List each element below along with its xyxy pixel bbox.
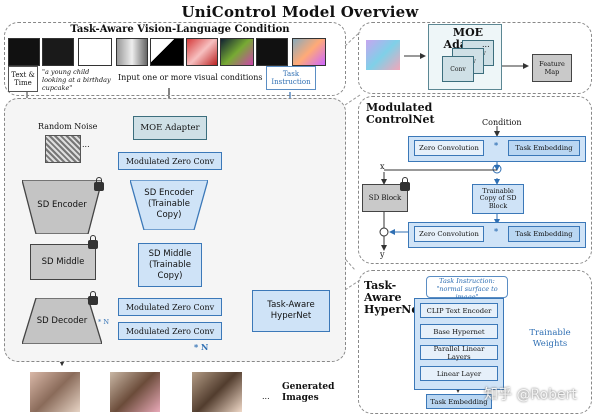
sd-encoder-copy-shape: [130, 180, 208, 230]
noise-dots: ...: [82, 140, 90, 149]
star-top: *: [494, 140, 499, 150]
lock-icon: [88, 291, 98, 305]
times-n-small: * N: [98, 318, 110, 326]
times-n-label: * N: [194, 342, 209, 352]
watermark: 知乎 @Robert: [484, 387, 577, 403]
sd-encoder-copy-label: SD Encoder (Trainable Copy): [144, 188, 194, 220]
moe-inset-panel: [358, 22, 592, 94]
condition-thumb-mask: [150, 38, 184, 66]
parallel-linear-layers-box: Parallel Linear Layers: [420, 345, 498, 361]
task-embedding-bottom: Task Embedding: [508, 226, 580, 242]
lock-icon: [88, 235, 98, 249]
feature-map-box: Feature Map: [532, 54, 572, 82]
noise-image: [45, 135, 81, 163]
lock-icon: [400, 177, 410, 191]
hypernet-title: Task-Aware HyperNet: [364, 279, 424, 316]
y-label: y: [380, 250, 385, 259]
generated-images-label: Generated Images: [282, 382, 335, 403]
sd-decoder-shape: [22, 298, 102, 344]
generated-image-2: [110, 372, 160, 412]
generated-dots: ...: [262, 392, 270, 401]
trainable-copy-box: Trainable Copy of SD Block: [472, 184, 524, 214]
zero-convolution-bottom: Zero Convolution: [414, 226, 484, 242]
sd-middle-box: SD Middle: [30, 244, 96, 280]
condition-thumb-pose: [256, 38, 288, 66]
sd-encoder-shape: [22, 180, 102, 234]
vl-condition-title: Task-Aware Vision-Language Condition: [70, 24, 290, 35]
condition-label: Condition: [482, 118, 522, 127]
base-hypernet-box: Base Hypernet: [420, 324, 498, 339]
condition-thumb-sketch: [78, 38, 112, 66]
sd-middle-copy-box: SD Middle (Trainable Copy): [138, 243, 202, 287]
condition-thumb-depth: [116, 38, 148, 66]
sd-encoder-label: SD Encoder: [37, 200, 87, 210]
controlnet-title: Modulated ControlNet: [366, 101, 435, 126]
condition-thumb-color: [186, 38, 218, 66]
moe-adapter-box: MOE Adapter: [133, 116, 207, 140]
sd-decoder-label: SD Decoder: [36, 316, 88, 326]
modulated-zero-conv-top: Modulated Zero Conv: [118, 152, 222, 170]
moe-input-image: [366, 40, 400, 70]
x-label: x: [380, 162, 385, 171]
condition-thumb-normal: [292, 38, 326, 66]
moe-dots: ...: [482, 40, 490, 49]
hypernet-inset-panel: [358, 270, 592, 414]
trainable-weights-label: Trainable Weights: [529, 328, 571, 349]
generated-image-1: [30, 372, 80, 412]
linear-layer-box: Linear Layer: [420, 366, 498, 381]
figure-title: UniControl Model Overview: [181, 3, 419, 21]
task-embedding-top: Task Embedding: [508, 140, 580, 156]
text-prompt: "a young child looking at a birthday cup…: [42, 68, 111, 92]
hypernet-task-embedding-box: Task Embedding: [426, 394, 492, 409]
text-time-box: Text & Time: [8, 66, 38, 92]
condition-thumb-edges: [8, 38, 40, 66]
vl-condition-panel: [4, 22, 346, 96]
clip-text-encoder-box: CLIP Text Encoder: [420, 303, 498, 318]
star-bottom: *: [494, 226, 499, 236]
visual-conditions-label: Input one or more visual conditions: [118, 73, 263, 82]
moe-conv-1: Conv: [442, 56, 474, 82]
condition-thumb-segmentation: [220, 38, 254, 66]
zero-convolution-top: Zero Convolution: [414, 140, 484, 156]
random-noise-label: Random Noise: [38, 122, 98, 131]
hypernet-instruction-box: Task Instruction: "normal surface to ima…: [426, 276, 508, 301]
modulated-zero-conv-bottom: Modulated Zero Conv: [118, 322, 222, 340]
generated-image-3: [192, 372, 242, 412]
modulated-zero-conv-middle: Modulated Zero Conv: [118, 298, 222, 316]
task-instruction-box: Task Instruction: [266, 66, 316, 90]
controlnet-inset-panel: [358, 96, 592, 264]
lock-icon: [94, 177, 104, 191]
task-aware-hypernet-box: Task-Aware HyperNet: [252, 290, 330, 332]
condition-thumb-outline: [42, 38, 74, 66]
